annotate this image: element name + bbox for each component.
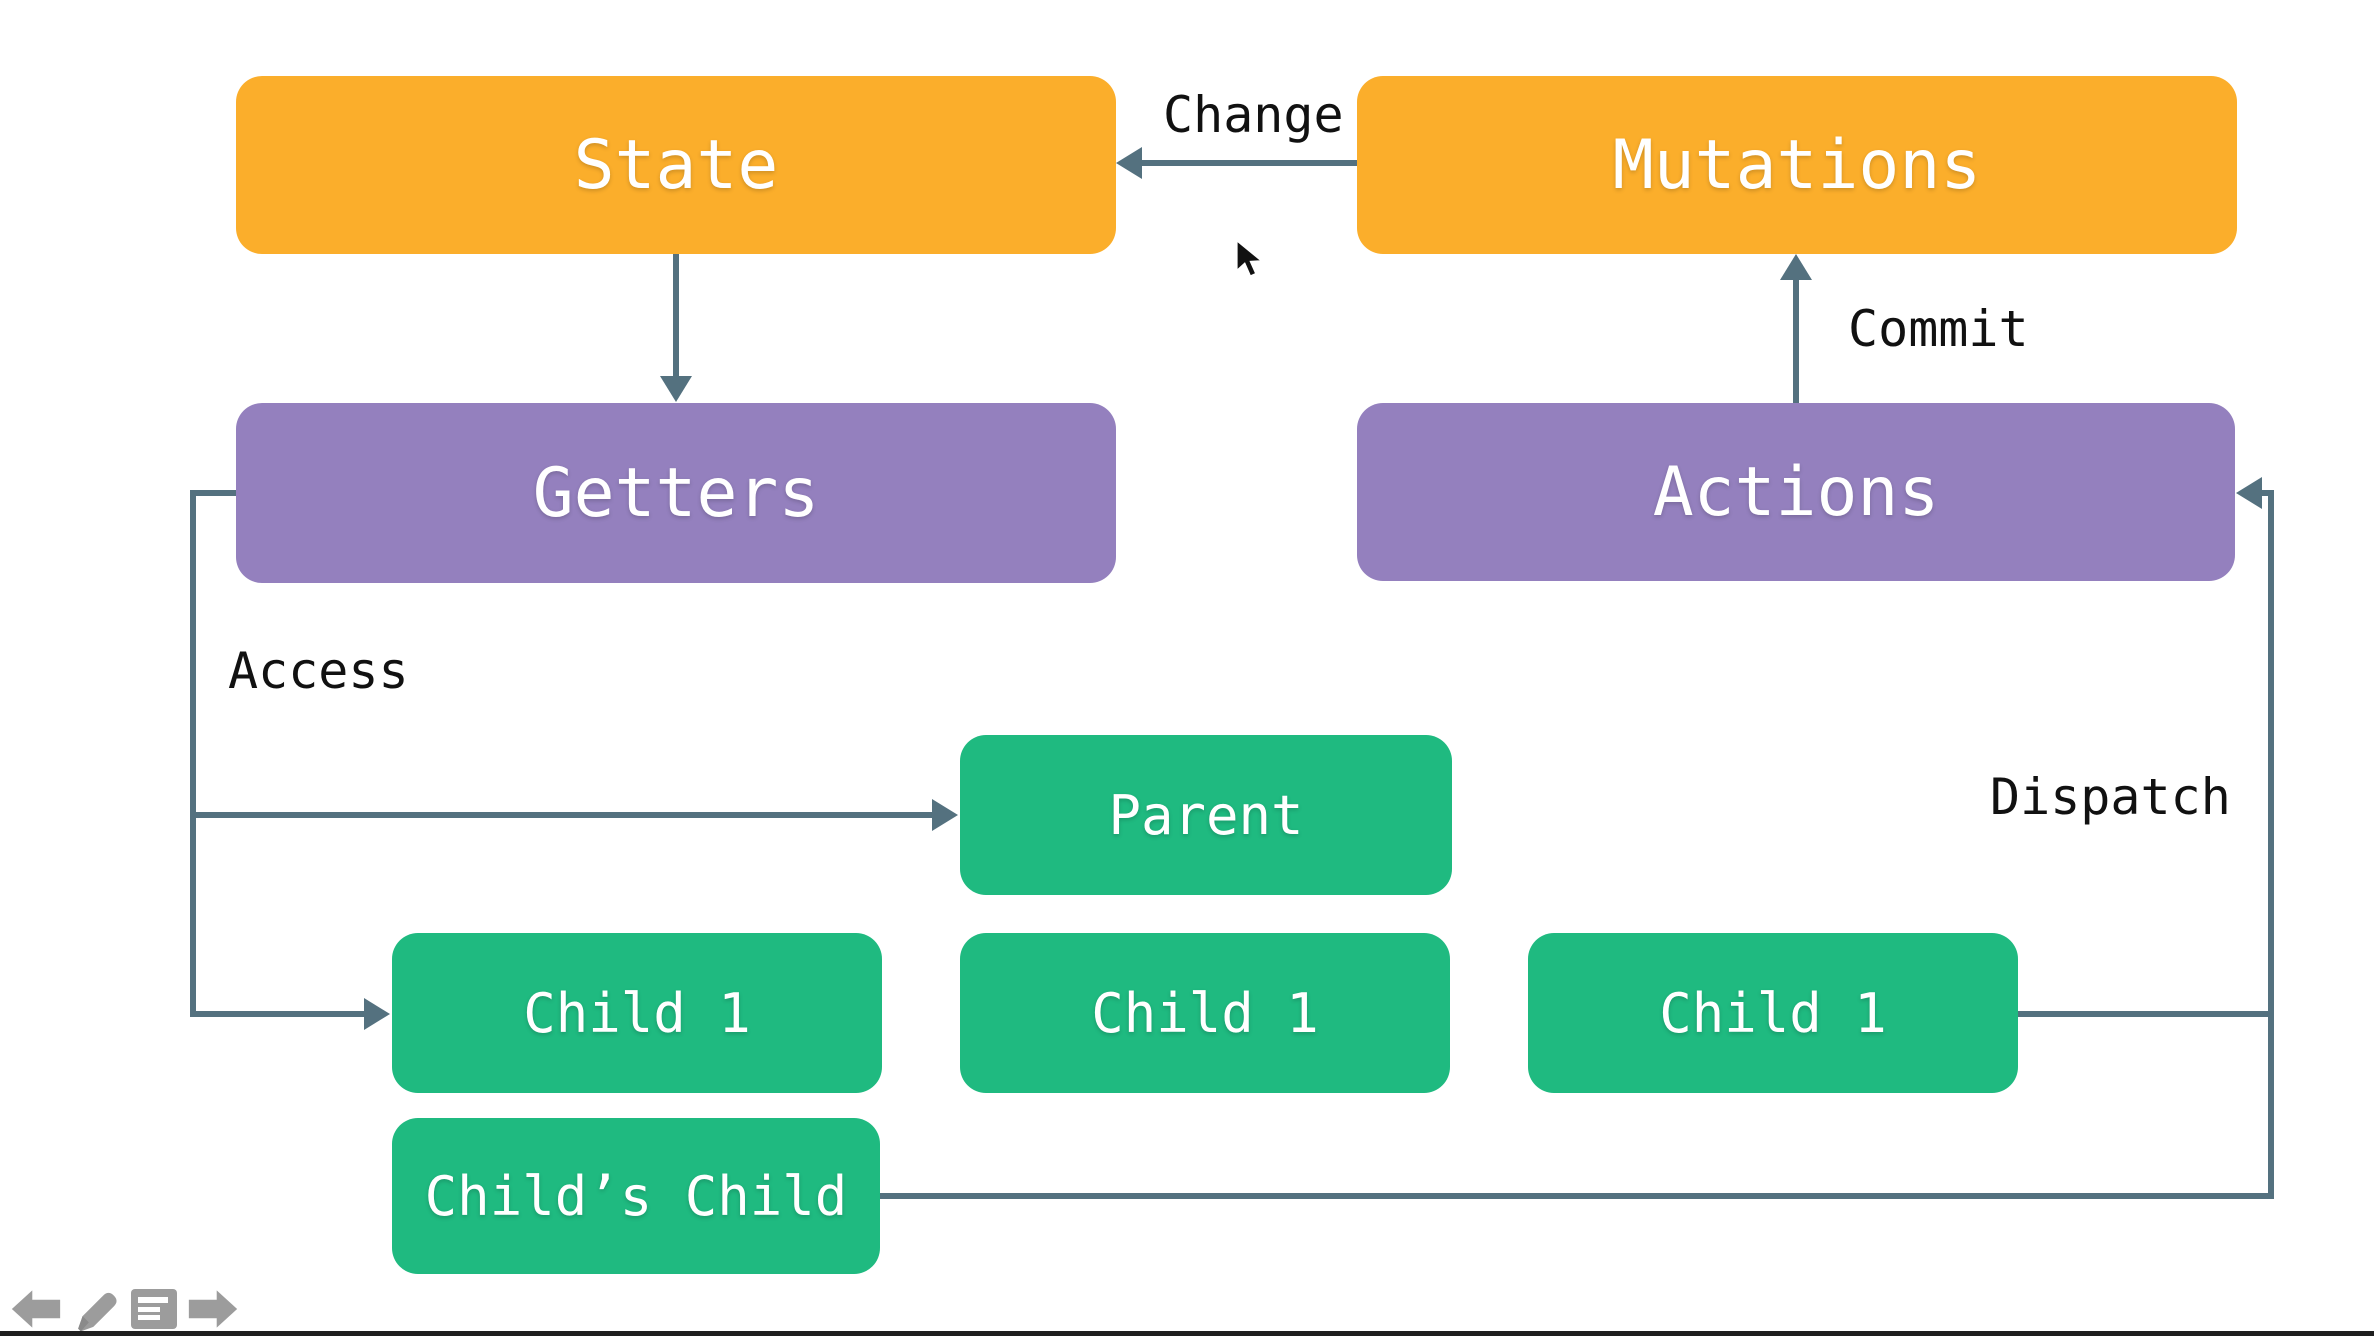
edge-dispatch-arrowhead <box>2236 477 2262 509</box>
edge-access-to-parent-arrowhead <box>932 799 958 831</box>
node-child1-right: Child 1 <box>1528 933 2018 1093</box>
node-child1-left: Child 1 <box>392 933 882 1093</box>
edge-dispatch-stub <box>2260 490 2274 496</box>
node-child1-middle-label: Child 1 <box>1091 981 1319 1045</box>
edge-label-commit: Commit <box>1848 300 2029 358</box>
node-actions-label: Actions <box>1652 452 1940 532</box>
node-state: State <box>236 76 1116 254</box>
pencil-icon[interactable] <box>71 1284 121 1334</box>
edge-change-arrowhead <box>1116 147 1142 179</box>
notes-icon[interactable] <box>130 1288 178 1330</box>
node-parent: Parent <box>960 735 1452 895</box>
node-childs-child-label: Child’s Child <box>424 1164 848 1228</box>
edge-change-line <box>1140 160 1357 166</box>
edge-label-change: Change <box>1163 86 1344 144</box>
node-childs-child: Child’s Child <box>392 1118 880 1274</box>
node-parent-label: Parent <box>1108 783 1304 847</box>
edge-label-dispatch: Dispatch <box>1990 768 2231 826</box>
mouse-cursor-icon <box>1233 238 1267 283</box>
node-state-label: State <box>573 125 779 205</box>
node-child1-left-label: Child 1 <box>523 981 751 1045</box>
annotation-toolbar <box>10 1284 239 1334</box>
edge-label-access: Access <box>228 642 409 700</box>
node-actions: Actions <box>1357 403 2235 581</box>
node-mutations: Mutations <box>1357 76 2237 254</box>
node-child1-middle: Child 1 <box>960 933 1450 1093</box>
previous-arrow-icon[interactable] <box>10 1287 62 1331</box>
edge-access-to-parent-line <box>190 812 932 818</box>
node-getters: Getters <box>236 403 1116 583</box>
node-mutations-label: Mutations <box>1612 125 1982 205</box>
next-arrow-icon[interactable] <box>187 1287 239 1331</box>
bottom-edge-bar <box>0 1331 2374 1336</box>
node-getters-label: Getters <box>532 453 820 533</box>
edge-access-to-child-arrowhead <box>364 998 390 1030</box>
edge-access-stub <box>190 490 236 496</box>
edge-access-to-child-line <box>190 1011 366 1017</box>
node-child1-right-label: Child 1 <box>1659 981 1887 1045</box>
edge-commit-arrowhead <box>1780 254 1812 280</box>
edge-dispatch-vertical <box>2268 490 2274 1199</box>
edge-access-vertical <box>190 490 196 1017</box>
edge-state-getters-line <box>673 254 679 376</box>
edge-state-getters-arrowhead <box>660 376 692 402</box>
edge-dispatch-from-childschild-line <box>880 1193 2274 1199</box>
edge-commit-line <box>1793 278 1799 403</box>
edge-dispatch-from-child-line <box>2018 1011 2274 1017</box>
